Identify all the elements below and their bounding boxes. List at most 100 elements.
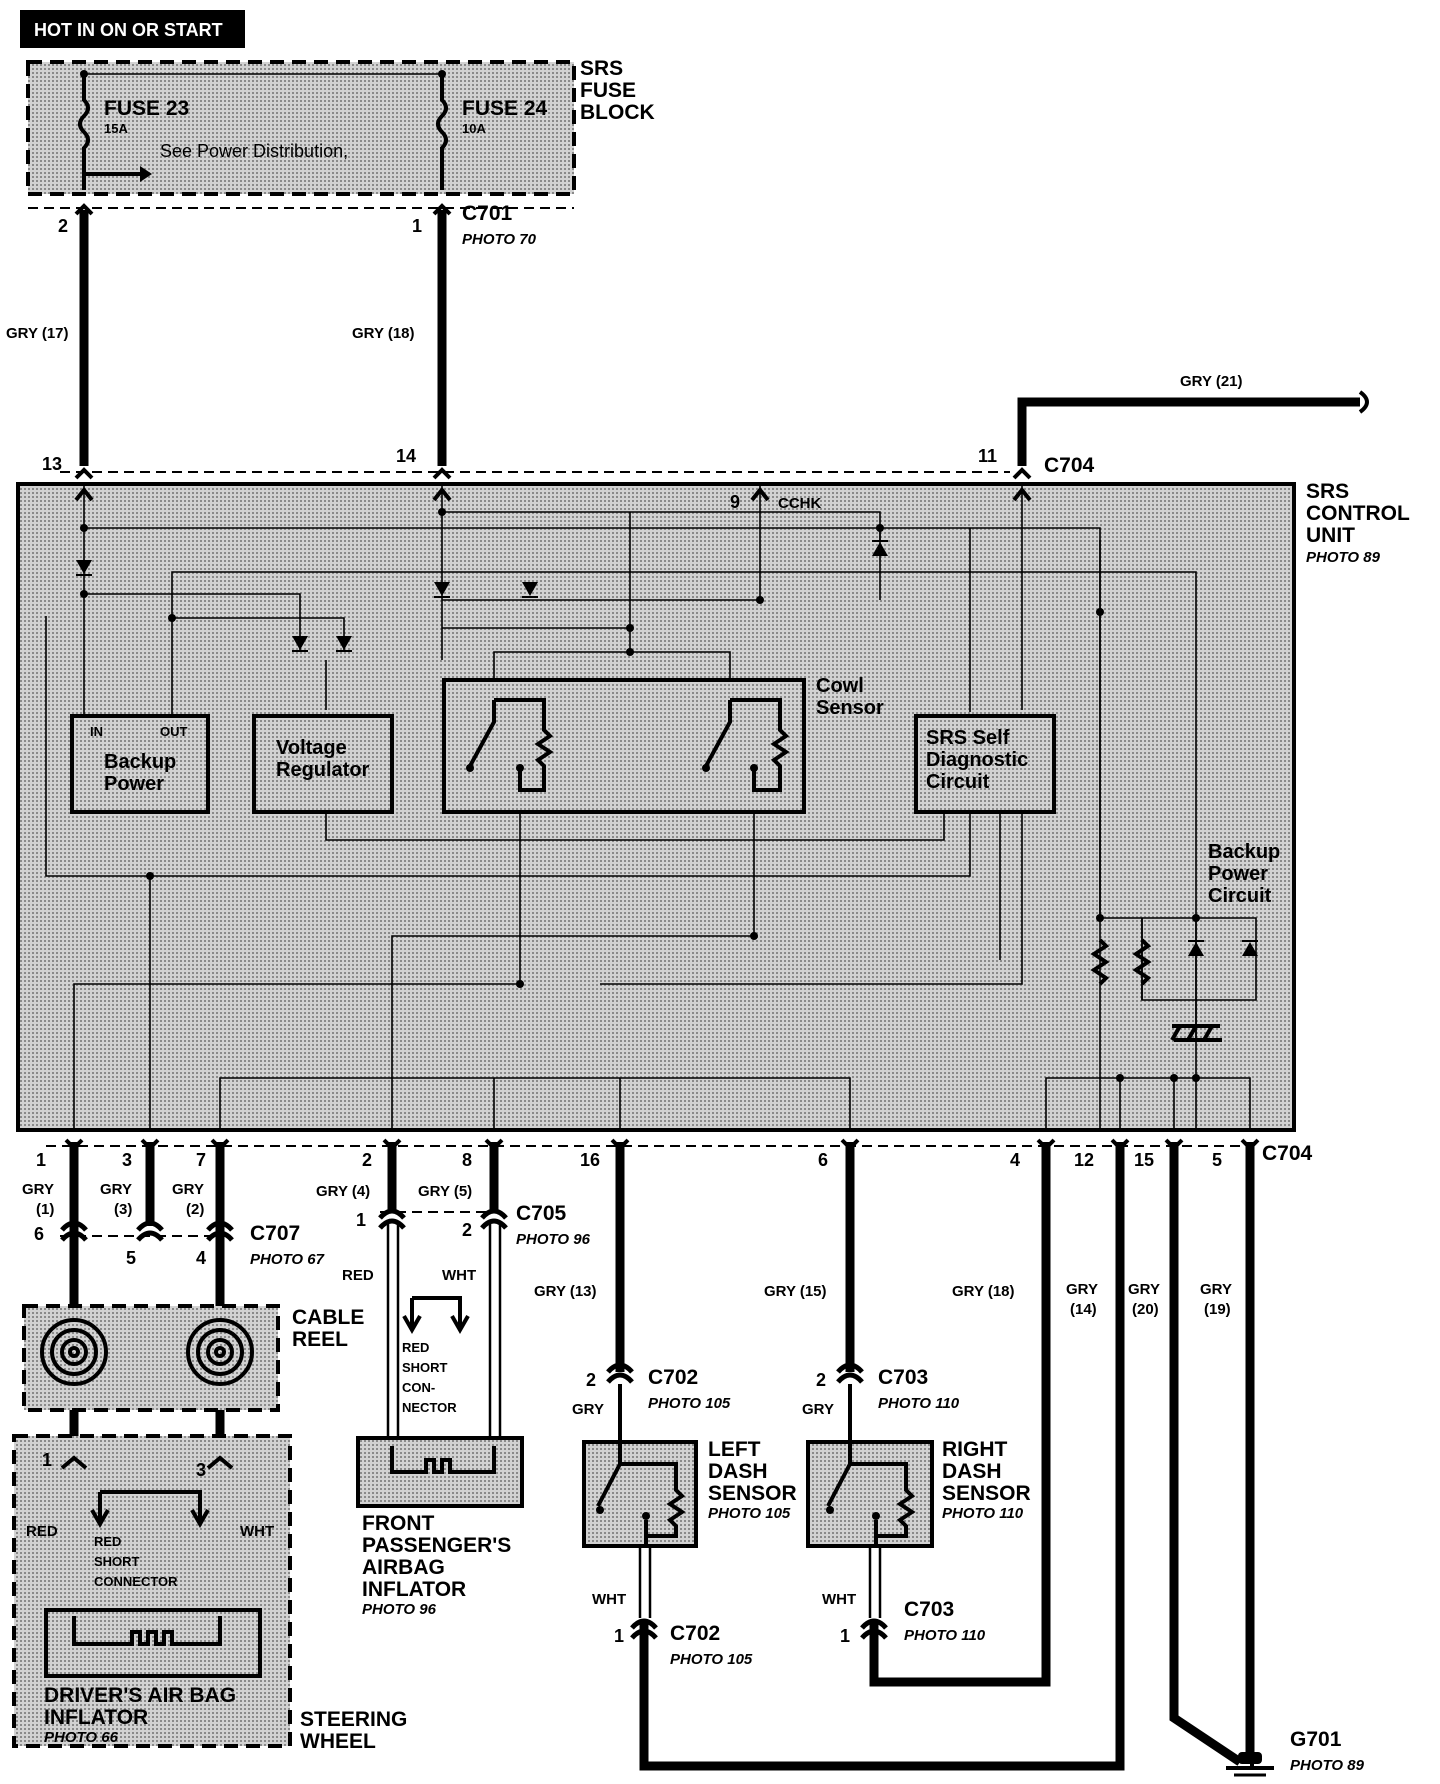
left-sensor-line-1: LEFT [708, 1438, 761, 1461]
c703-bottom-label: C703 [904, 1598, 954, 1621]
driver-inflator-line-2: INFLATOR [44, 1706, 148, 1729]
cable-reel-spiral-icons [40, 1318, 254, 1386]
c702-top-label: C702 [648, 1366, 698, 1389]
voltage-reg-line-2: Regulator [276, 759, 370, 781]
c707-pin-6: 6 [34, 1224, 44, 1244]
passenger-red-label: RED [342, 1267, 374, 1284]
backup-circuit-line-3: Circuit [1208, 885, 1272, 907]
fuse-24-name: FUSE 24 [462, 97, 548, 120]
junction-dots [80, 508, 1200, 1082]
right-sensor-photo: PHOTO 110 [942, 1505, 1024, 1522]
c705-photo: PHOTO 96 [516, 1231, 591, 1248]
fuse-23-symbol [78, 72, 90, 190]
pass-inflator-photo: PHOTO 96 [362, 1601, 437, 1618]
backup-circuit-line-2: Power [1208, 863, 1268, 885]
left-sensor-line-3: SENSOR [708, 1482, 797, 1505]
right-sensor-gry-label: GRY [802, 1401, 834, 1418]
wire-1-label-a: GRY [22, 1181, 54, 1198]
backup-circuit-line-1: Backup [1208, 841, 1280, 863]
right-sensor-line-2: DASH [942, 1460, 1002, 1483]
cowl-switch-left [468, 698, 554, 792]
sensor-bottom-connector-icons [630, 1618, 888, 1640]
voltage-reg-line-1: Voltage [276, 737, 347, 759]
c701-pin-1: 1 [412, 216, 422, 236]
wire-20-label-b: (20) [1132, 1301, 1159, 1318]
arrow-icon [402, 1315, 470, 1335]
wire-5-label: GRY (5) [418, 1183, 472, 1200]
cu-title-1: SRS [1306, 480, 1349, 503]
c704-pin-8: 8 [462, 1150, 472, 1170]
airbag-pin-3: 3 [196, 1460, 206, 1480]
left-sensor-wht-label: WHT [592, 1591, 626, 1608]
right-sensor-wht-label: WHT [822, 1591, 856, 1608]
self-diag-line-3: Circuit [926, 771, 990, 793]
c707-label: C707 [250, 1222, 300, 1245]
airbag-pin-1: 1 [42, 1450, 52, 1470]
fuse-24-rating: 10A [462, 121, 486, 136]
wire-19-label-a: GRY [1200, 1281, 1232, 1298]
cu-title-2: CONTROL [1306, 502, 1410, 525]
inflator-squib [72, 1616, 222, 1646]
self-diag-line-1: SRS Self [926, 727, 1010, 749]
ground-icon [1226, 1752, 1274, 1777]
pass-short-line-2: SHORT [402, 1360, 448, 1375]
c705-label: C705 [516, 1202, 567, 1225]
left-sensor-photo: PHOTO 105 [708, 1505, 791, 1522]
fuse-note: See Power Distribution, [160, 141, 348, 161]
fuse-block-title-3: BLOCK [580, 101, 655, 124]
c704-pin-2: 2 [362, 1150, 372, 1170]
ground-label: G701 [1290, 1728, 1342, 1751]
passenger-wht-label: WHT [442, 1267, 476, 1284]
c703-pin-1: 1 [840, 1626, 850, 1646]
diode-icons [76, 540, 1258, 956]
left-sensor-line-2: DASH [708, 1460, 768, 1483]
wire-21-label: GRY (21) [1180, 373, 1243, 390]
wire-17-label: GRY (17) [6, 325, 69, 342]
fuse-24-symbol [436, 72, 448, 190]
c704-pin-15: 15 [1134, 1150, 1154, 1170]
driver-short-line-1: RED [94, 1534, 121, 1549]
fuse-block-title-1: SRS [580, 57, 623, 80]
c707-pin-4: 4 [196, 1248, 206, 1268]
driver-inflator-box [44, 1608, 262, 1678]
c702-pin-2: 2 [586, 1370, 596, 1390]
ground-photo: PHOTO 89 [1290, 1757, 1365, 1774]
inflator-squib [390, 1446, 496, 1474]
backup-power-line-2: Power [104, 773, 164, 795]
right-dash-sensor-box [806, 1440, 934, 1548]
left-sensor-gry-label: GRY [572, 1401, 604, 1418]
c702-bottom-label: C702 [670, 1622, 720, 1645]
header-text: HOT IN ON OR START [34, 20, 223, 40]
driver-inflator-photo: PHOTO 66 [44, 1729, 119, 1746]
fuse-23-name: FUSE 23 [104, 97, 189, 120]
driver-wht-label: WHT [240, 1523, 274, 1540]
wire-3-label-b: (3) [114, 1201, 132, 1218]
c704-pin-11: 11 [978, 446, 997, 466]
c704-pin-14: 14 [396, 446, 416, 466]
steering-wheel-line-2: WHEEL [300, 1730, 376, 1753]
c704-pin-4: 4 [1010, 1150, 1020, 1170]
c704-pin-12: 12 [1074, 1150, 1094, 1170]
left-sensor-switch [596, 1442, 686, 1538]
wire-14-label-b: (14) [1070, 1301, 1097, 1318]
pass-short-line-3: CON- [402, 1380, 435, 1395]
arrow-icon [140, 166, 152, 182]
c707-connector-icons [60, 1220, 234, 1242]
wire-2-label-b: (2) [186, 1201, 204, 1218]
fuse-23-rating: 15A [104, 121, 128, 136]
self-diagnostic-box [914, 714, 1056, 814]
right-sensor-switch [826, 1442, 916, 1538]
c704-top-label: C704 [1044, 454, 1095, 477]
right-sensor-line-3: SENSOR [942, 1482, 1031, 1505]
voltage-regulator-box [252, 714, 394, 814]
harness-wires [69, 1142, 1255, 1771]
cu-title-3: UNIT [1306, 524, 1355, 547]
resistor-icon [1090, 938, 1110, 986]
wire-18-label: GRY (18) [352, 325, 415, 342]
c704-bottom-label: C704 [1262, 1142, 1313, 1165]
cu-photo: PHOTO 89 [1306, 549, 1381, 566]
wire-18b-label: GRY (18) [952, 1283, 1015, 1300]
cchk-label: CCHK [778, 495, 821, 512]
c701-pin-2: 2 [58, 216, 68, 236]
